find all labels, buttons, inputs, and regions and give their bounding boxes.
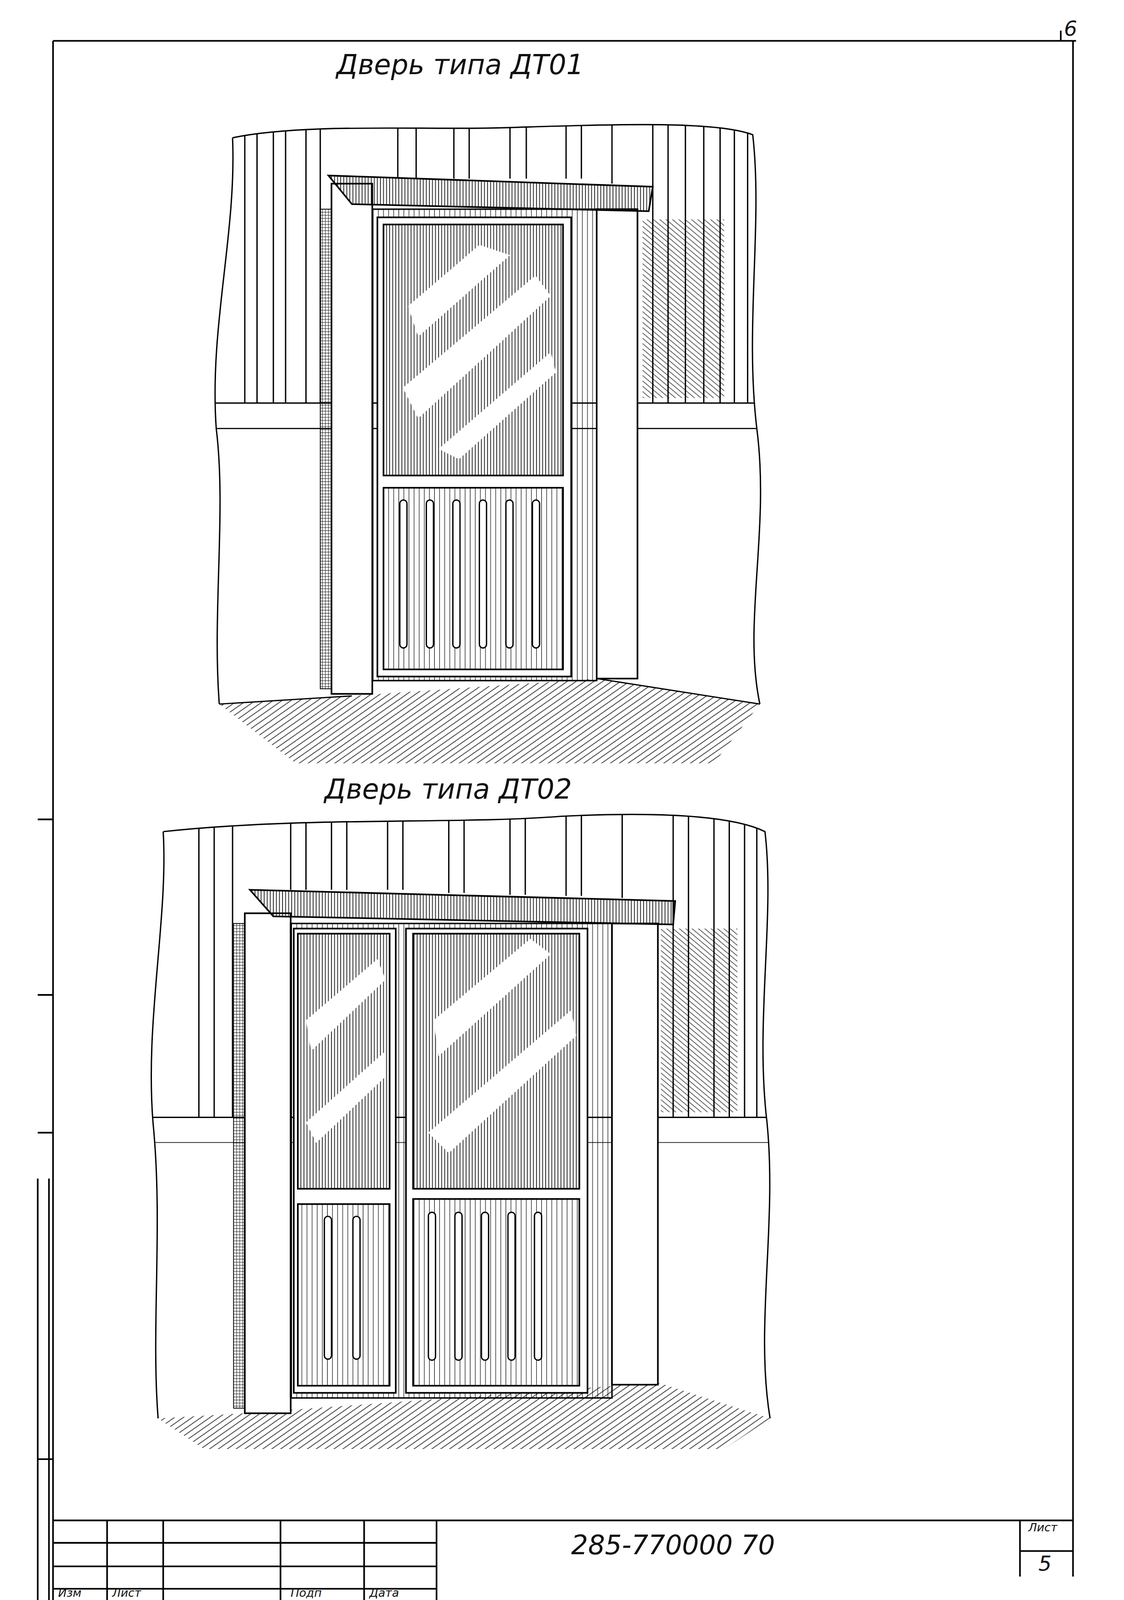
figure-title: Дверь типа ДТ01 xyxy=(336,50,584,79)
sheet-number: 5 xyxy=(1038,1553,1052,1574)
column-head: Изм xyxy=(58,1587,82,1599)
column-head: Подп xyxy=(290,1587,322,1599)
sheet-label: Лист xyxy=(1028,1521,1058,1534)
figure-title: Дверь типа ДТ02 xyxy=(324,775,573,803)
column-head: Лист xyxy=(112,1587,141,1599)
drawing-code: 285-770000 70 xyxy=(571,1531,775,1559)
column-head: Дата xyxy=(369,1587,400,1599)
sheet-mark: 6 xyxy=(1064,18,1078,39)
